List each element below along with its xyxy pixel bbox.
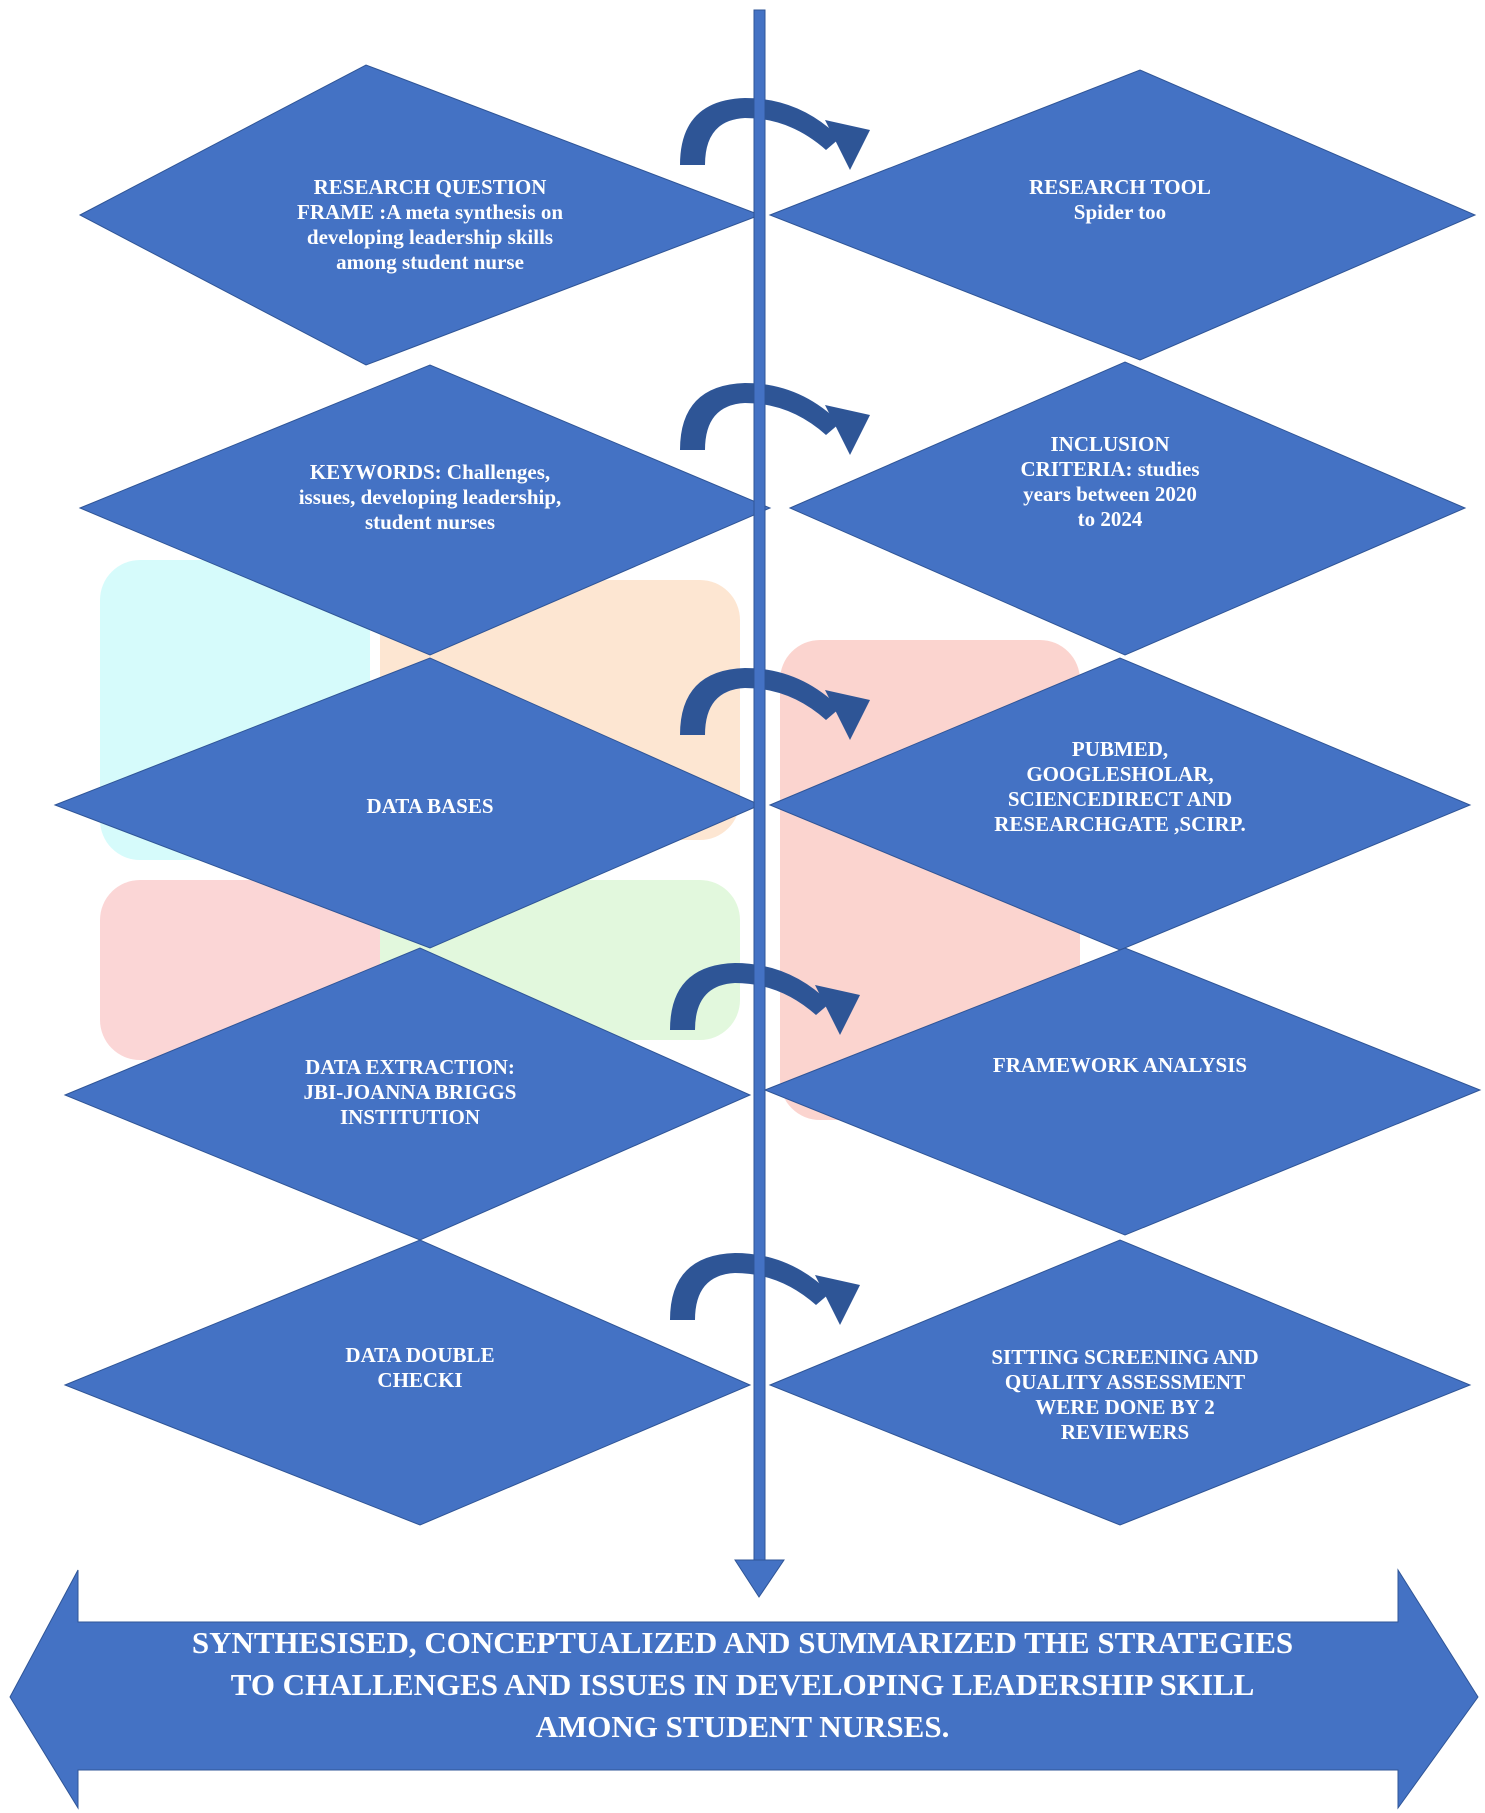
curved-arrow-5 <box>670 1253 860 1325</box>
curved-arrow-2 <box>680 383 870 455</box>
step-5-left-diamond <box>63 1239 752 1526</box>
final-double-arrow <box>9 1568 1479 1810</box>
step-5-right-diamond <box>768 1239 1472 1526</box>
step-4-right-label: FRAMEWORK ANALYSIS <box>992 1053 1248 1077</box>
step-2-left-label: KEYWORDS: Challenges, issues, developing… <box>298 460 562 534</box>
step-3-right-label: PUBMED, GOOGLESHOLAR, SCIENCEDIRECT AND … <box>994 737 1246 836</box>
step-3-left-label: DATA BASES <box>366 794 494 818</box>
final-summary-label: SYNTHESISED, CONCEPTUALIZED AND SUMMARIZ… <box>191 1625 1294 1744</box>
step-4-left-diamond <box>63 947 752 1241</box>
curved-arrow-3 <box>680 668 870 740</box>
step-5-left-label: DATA DOUBLE CHECKI <box>345 1343 495 1392</box>
step-2-right-label: INCLUSION CRITERIA: studies years betwee… <box>1020 432 1200 531</box>
step-1-right-diamond <box>768 69 1477 361</box>
step-1-left-label: RESEARCH QUESTION FRAME :A meta synthesi… <box>297 175 563 274</box>
step-2-right-diamond <box>788 361 1467 656</box>
curved-arrow-4 <box>670 963 860 1035</box>
step-1-right-label: RESEARCH TOOL Spider too <box>1029 175 1211 224</box>
step-2-left-diamond <box>78 364 772 656</box>
central-down-arrow <box>734 9 785 1598</box>
step-5-right-label: SITTING SCREENING AND QUALITY ASSESSMENT… <box>991 1345 1259 1444</box>
curved-arrow-1 <box>680 98 870 170</box>
step-3-right-diamond <box>768 657 1472 951</box>
step-4-left-label: DATA EXTRACTION: JBI-JOANNA BRIGGS INSTI… <box>303 1055 517 1129</box>
step-4-right-diamond <box>763 947 1482 1236</box>
